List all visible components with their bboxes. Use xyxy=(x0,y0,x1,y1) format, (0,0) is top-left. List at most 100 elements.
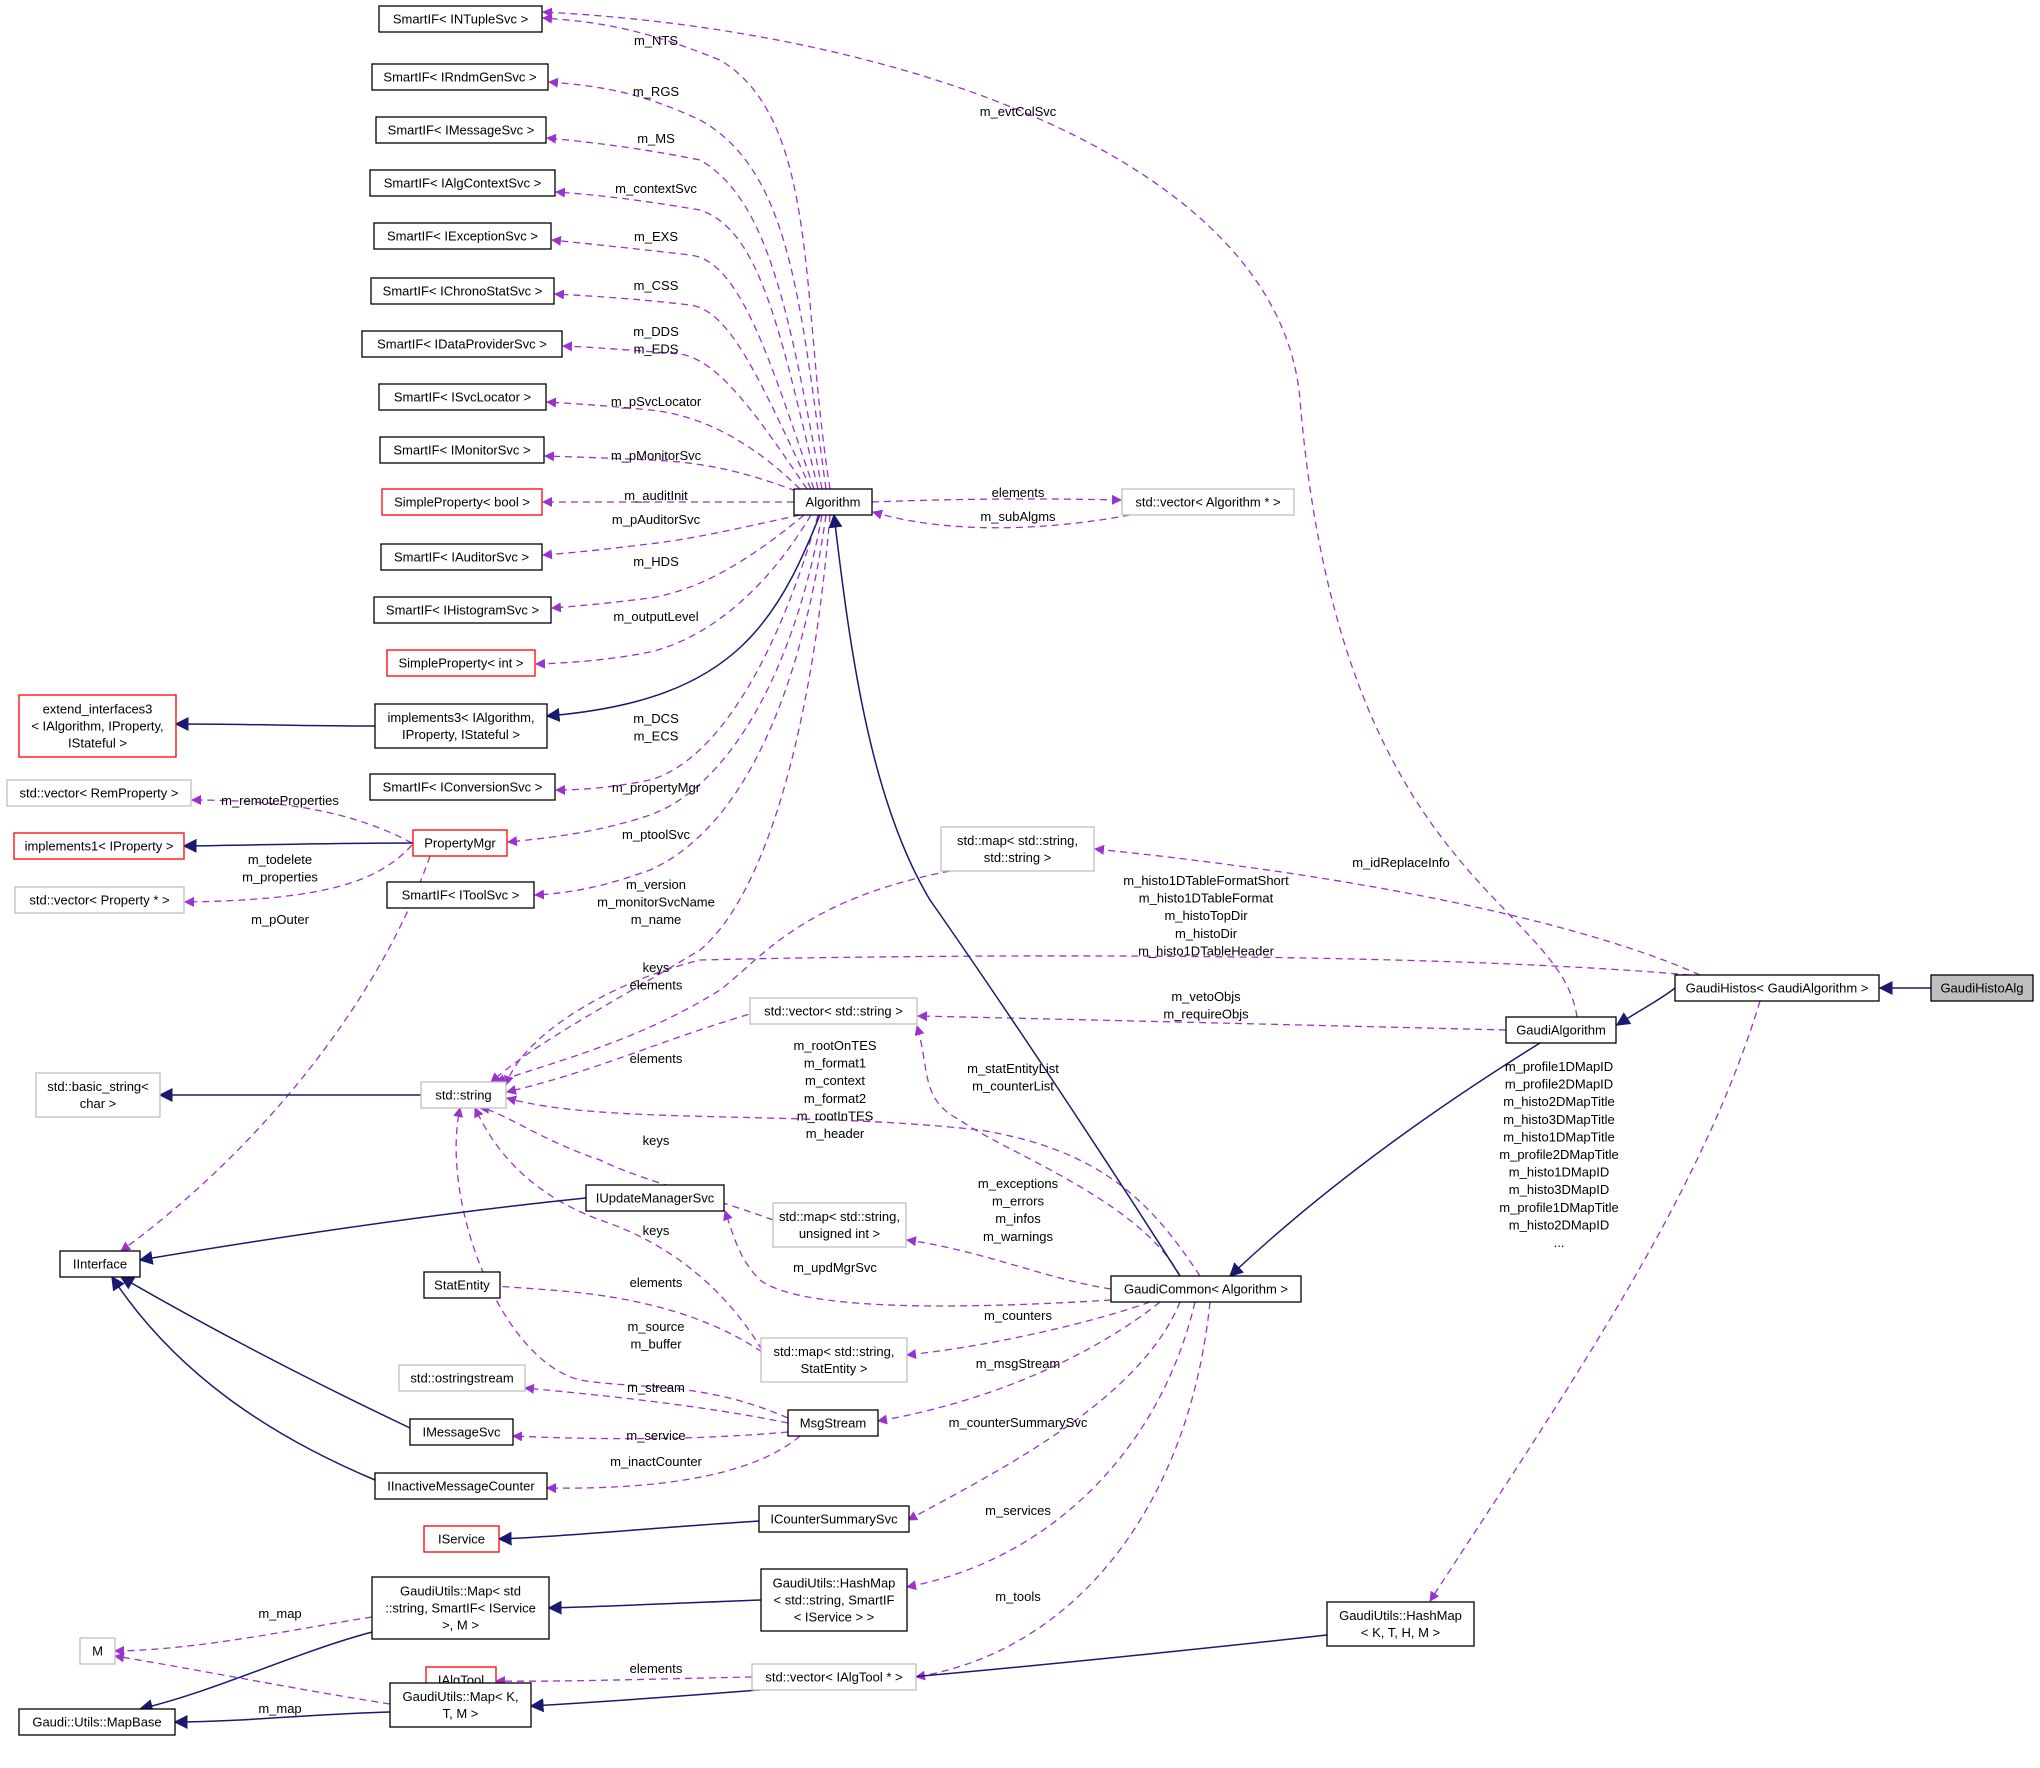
usage-edge xyxy=(555,187,819,490)
class-node-algorithm[interactable]: Algorithm xyxy=(793,488,873,516)
class-node-iservice[interactable]: IService xyxy=(423,1525,500,1553)
node-label: Gaudi::Utils::MapBase xyxy=(32,1715,161,1730)
edge-label-text: m_idReplaceInfo xyxy=(1352,855,1450,870)
node-box xyxy=(18,1708,176,1736)
node-box xyxy=(35,1072,161,1118)
node-label: IUpdateManagerSvc xyxy=(596,1191,715,1206)
class-node-basic-string: std::basic_string<char > xyxy=(35,1072,161,1118)
class-node-smartif-irndmgensvc[interactable]: SmartIF< IRndmGenSvc > xyxy=(371,63,549,91)
edge-label-text: m_subAlgms xyxy=(980,509,1056,524)
class-node-gaudi-utils-mapbase[interactable]: Gaudi::Utils::MapBase xyxy=(18,1708,176,1736)
node-box xyxy=(373,222,552,250)
node-label: IService xyxy=(438,1532,485,1547)
edge-label-text: m_ptoolSvc xyxy=(622,827,690,842)
class-node-extend-interfaces3[interactable]: extend_interfaces3< IAlgorithm, IPropert… xyxy=(18,694,177,758)
edge-label-text: m_pAuditorSvc xyxy=(612,512,701,527)
class-node-msgstream[interactable]: MsgStream xyxy=(787,1409,879,1437)
class-node-gaudicommon[interactable]: GaudiCommon< Algorithm > xyxy=(1110,1275,1302,1303)
node-box xyxy=(389,1682,532,1728)
edge-label-m-contextsvc: m_contextSvc xyxy=(615,181,697,196)
edge-label-text: m_services xyxy=(985,1503,1051,1518)
class-node-smartif-itoolsvc[interactable]: SmartIF< IToolSvc > xyxy=(386,881,535,909)
node-box xyxy=(371,63,549,91)
node-label: std::string xyxy=(435,1088,491,1103)
node-box xyxy=(760,1568,908,1632)
node-label: GaudiUtils::HashMap xyxy=(1339,1608,1462,1623)
class-node-smartif-intuplesvc[interactable]: SmartIF< INTupleSvc > xyxy=(378,5,543,33)
class-node-gaudiutils-map-string[interactable]: GaudiUtils::Map< std::string, SmartIF< I… xyxy=(371,1576,550,1640)
node-label: PropertyMgr xyxy=(424,836,496,851)
edge-label-text: m_EXS xyxy=(634,229,678,244)
node-label: MsgStream xyxy=(800,1416,866,1431)
class-node-smartif-isvclocator[interactable]: SmartIF< ISvcLocator > xyxy=(378,383,547,411)
class-node-gaudiutils-hashmap-string[interactable]: GaudiUtils::HashMap< std::string, SmartI… xyxy=(760,1568,908,1632)
edge-label-m-updmgrsvc: m_updMgrSvc xyxy=(793,1260,877,1275)
node-box xyxy=(1505,1016,1617,1044)
node-box xyxy=(386,881,535,909)
class-node-smartif-iconversionsvc[interactable]: SmartIF< IConversionSvc > xyxy=(369,773,556,801)
class-node-gaudialgorithm[interactable]: GaudiAlgorithm xyxy=(1505,1016,1617,1044)
class-node-smartif-ichronostatsvc[interactable]: SmartIF< IChronoStatSvc > xyxy=(370,277,555,305)
class-node-iupdatemanagersvc[interactable]: IUpdateManagerSvc xyxy=(585,1184,725,1212)
class-node-gaudiutils-map-ktm[interactable]: GaudiUtils::Map< K,T, M > xyxy=(389,1682,532,1728)
usage-edge xyxy=(544,451,797,492)
inheritance-edge xyxy=(173,1711,391,1729)
inheritance-edge xyxy=(828,513,1181,1277)
class-node-smartif-imonitorsvc[interactable]: SmartIF< IMonitorSvc > xyxy=(379,436,545,464)
class-node-gaudihistoalg[interactable]: GaudiHistoAlg xyxy=(1930,974,2034,1002)
node-label: SmartIF< IMessageSvc > xyxy=(388,123,535,138)
class-node-smartif-ialgcontextsvc[interactable]: SmartIF< IAlgContextSvc > xyxy=(369,169,556,197)
node-box xyxy=(398,1364,526,1392)
node-label: StatEntity xyxy=(434,1278,490,1293)
usage-edge xyxy=(114,1616,373,1656)
node-label: SimpleProperty< int > xyxy=(398,656,523,671)
node-box xyxy=(59,1250,141,1278)
usage-edge xyxy=(184,844,413,907)
edge-label-elements-ialgtool: elements xyxy=(630,1661,683,1676)
class-node-iinactivemessagecounter[interactable]: IInactiveMessageCounter xyxy=(374,1472,548,1500)
class-node-imessagesvc[interactable]: IMessageSvc xyxy=(409,1418,514,1446)
class-node-statentity[interactable]: StatEntity xyxy=(423,1271,501,1299)
class-node-gaudihistos[interactable]: GaudiHistos< GaudiAlgorithm > xyxy=(1674,974,1880,1002)
edge-label-m-auditinit: m_auditInit xyxy=(624,488,688,503)
inheritance-edge xyxy=(119,1276,411,1429)
usage-edge xyxy=(546,397,801,490)
node-box xyxy=(1674,974,1880,1002)
usage-edge xyxy=(506,1010,761,1095)
edge-label-text: m_pOuter xyxy=(251,912,309,927)
class-node-smartif-imessagesvc[interactable]: SmartIF< IMessageSvc > xyxy=(375,116,547,144)
edge-label-m-stream: m_stream xyxy=(627,1380,685,1395)
class-node-implements1[interactable]: implements1< IProperty > xyxy=(13,832,185,860)
class-node-vector-remproperty: std::vector< RemProperty > xyxy=(6,779,192,807)
class-node-iinterface[interactable]: IInterface xyxy=(59,1250,141,1278)
node-label: IInactiveMessageCounter xyxy=(387,1479,535,1494)
edge-label-text: m_auditInit xyxy=(624,488,688,503)
edge-label-m-evtcolsvc: m_evtColSvc xyxy=(980,104,1057,119)
node-box xyxy=(412,829,508,857)
class-node-vector-string: std::vector< std::string > xyxy=(749,997,918,1025)
usage-edge xyxy=(535,514,812,669)
class-node-implements3[interactable]: implements3< IAlgorithm,IProperty, IStat… xyxy=(374,703,548,749)
class-node-smartif-iexceptionsvc[interactable]: SmartIF< IExceptionSvc > xyxy=(373,222,552,250)
edge-label-m-map-1: m_map xyxy=(258,1606,301,1621)
class-node-smartif-idataprovidersvc[interactable]: SmartIF< IDataProviderSvc > xyxy=(361,330,563,358)
edge-label-text: m_msgStream xyxy=(976,1356,1061,1371)
class-node-icountersummarysvc[interactable]: ICounterSummarySvc xyxy=(758,1505,910,1533)
edge-label-text: m_context xyxy=(805,1073,865,1088)
class-node-gaudiutils-hashmap-kthm[interactable]: GaudiUtils::HashMap< K, T, H, M > xyxy=(1326,1601,1475,1647)
class-node-simpleproperty-int[interactable]: SimpleProperty< int > xyxy=(386,649,536,677)
class-node-propertymgr[interactable]: PropertyMgr xyxy=(412,829,508,857)
class-node-smartif-ihistogramsvc[interactable]: SmartIF< IHistogramSvc > xyxy=(373,596,552,624)
edge-label-text: m_histoDir xyxy=(1175,926,1238,941)
class-node-simpleproperty-bool[interactable]: SimpleProperty< bool > xyxy=(381,488,543,516)
class-node-smartif-iauditorsvc[interactable]: SmartIF< IAuditorSvc > xyxy=(380,543,543,571)
node-label: Algorithm xyxy=(806,495,861,510)
usage-edge xyxy=(512,1431,789,1442)
edge-label-keys-uint: keys xyxy=(643,1133,670,1148)
node-box xyxy=(409,1418,514,1446)
node-label: SmartIF< IAuditorSvc > xyxy=(394,550,529,565)
